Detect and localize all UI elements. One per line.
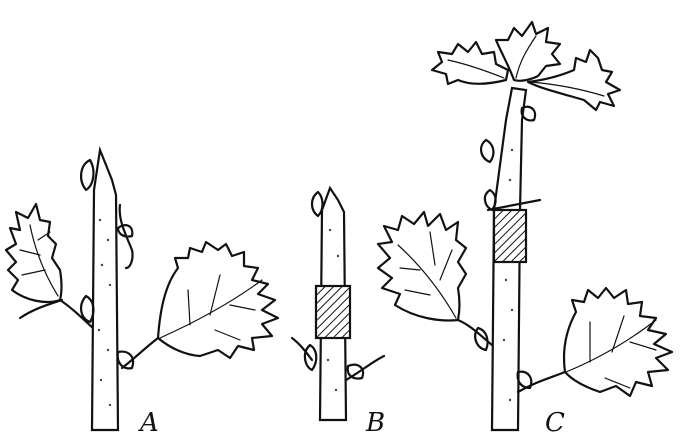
leaf-a-right — [158, 242, 278, 358]
panel-a — [6, 150, 278, 430]
graft-tape-c — [494, 210, 526, 262]
panel-label-a: A — [140, 410, 159, 436]
panel-c — [378, 22, 672, 430]
panel-label-c: C — [545, 410, 565, 436]
leaf-c-right — [564, 288, 672, 396]
petiole-c-right — [518, 372, 565, 392]
graft-tape-b — [316, 286, 350, 338]
stem-a — [92, 150, 118, 430]
panel-label-b: B — [366, 410, 385, 436]
leaf-c-left — [378, 212, 466, 320]
panel-b — [292, 188, 384, 420]
leaf-c-top-left — [432, 42, 508, 84]
petiole-a-left — [60, 300, 95, 330]
